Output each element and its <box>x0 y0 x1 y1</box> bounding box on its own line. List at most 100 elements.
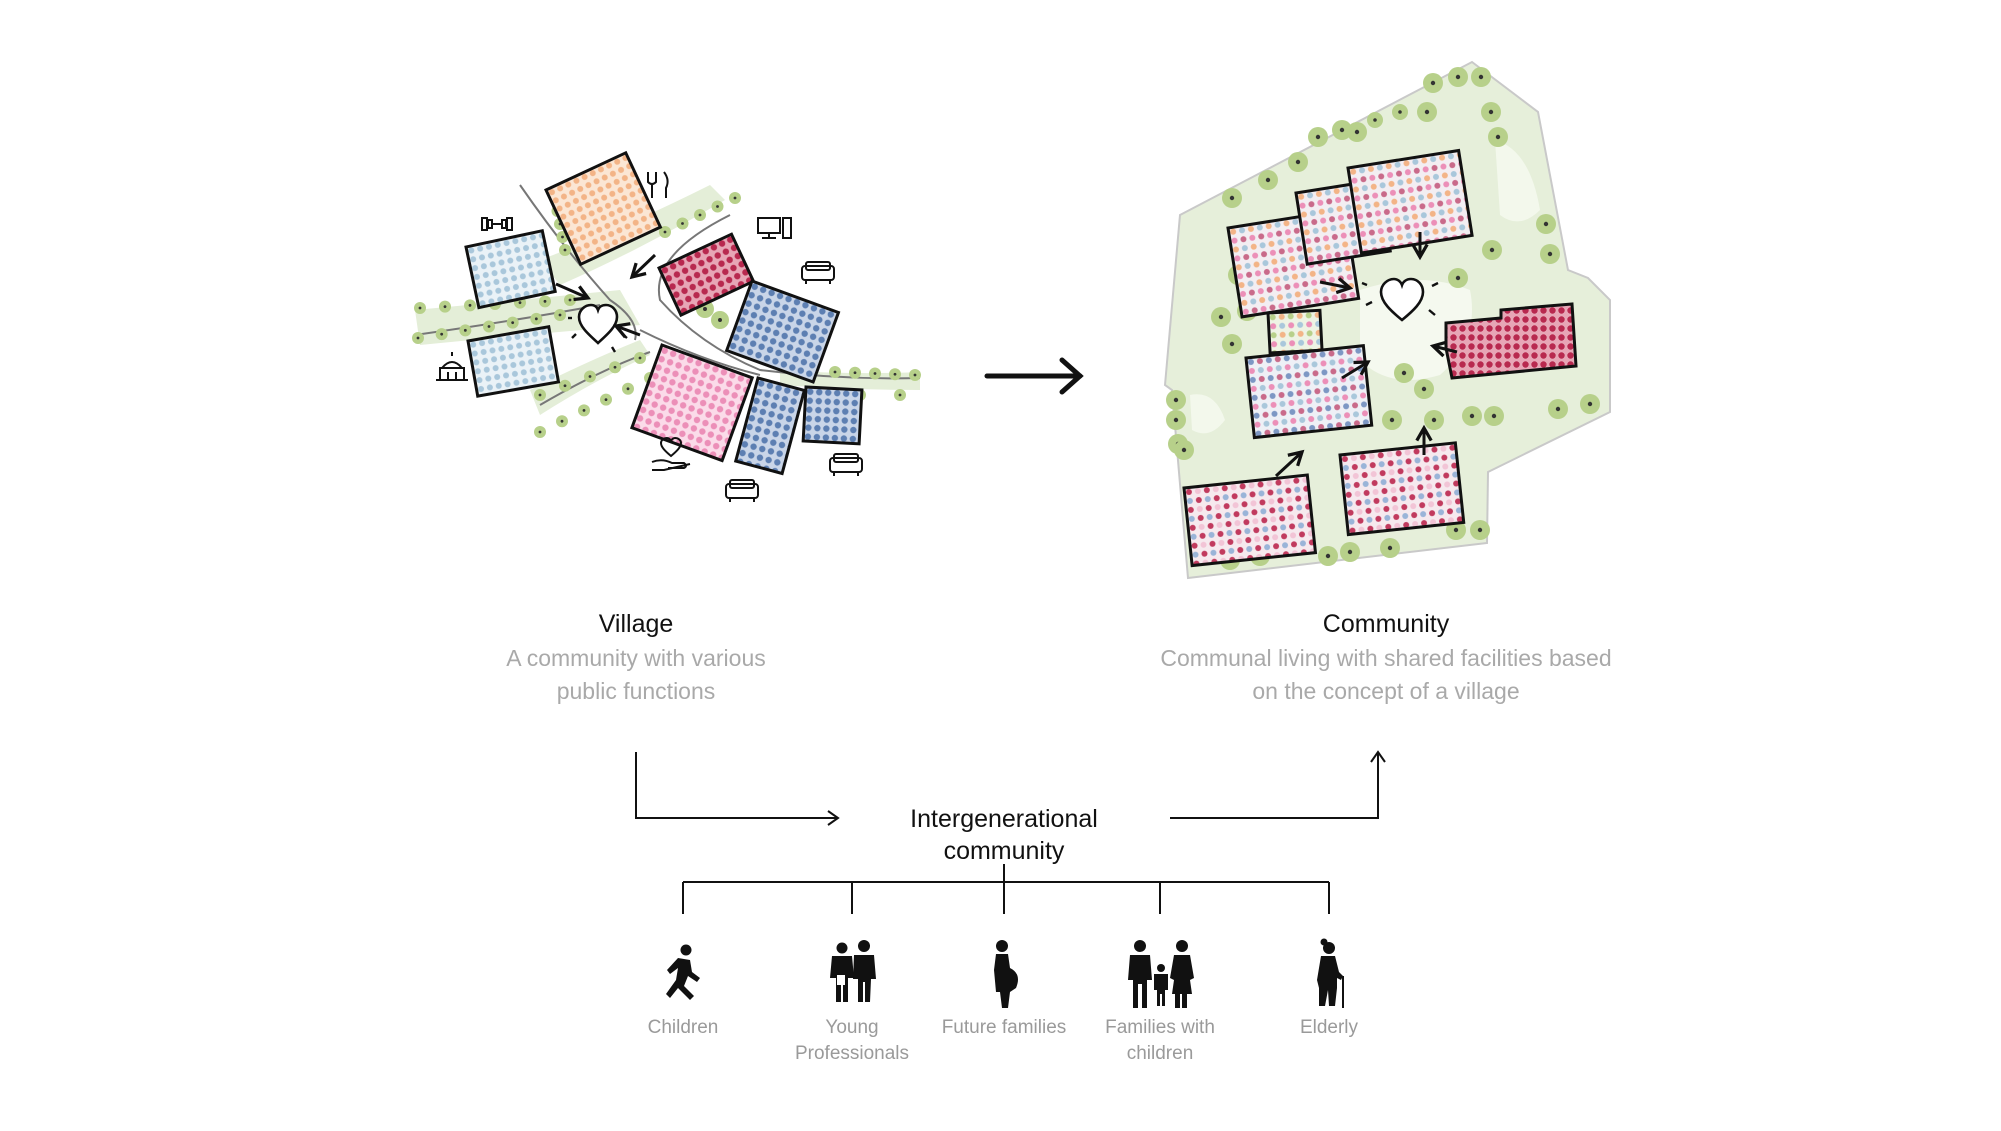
tree-trunk-dot <box>1491 413 1497 419</box>
building-peach <box>544 150 663 267</box>
arrow-icon <box>1429 340 1458 358</box>
village-subtitle-line: A community with various <box>506 645 766 671</box>
tree-trunk-dot <box>1488 109 1494 115</box>
village-title: Village <box>598 610 674 638</box>
village-subtitle-line: public functions <box>556 678 716 704</box>
family-icon <box>1128 940 1194 1008</box>
arrow-icon <box>1274 449 1305 478</box>
group-label-line: Families with <box>1105 1017 1215 1038</box>
tree-trunk-dot <box>1421 386 1427 392</box>
inner-lawn <box>1495 140 1540 222</box>
road <box>519 184 637 341</box>
group-label-line: Elderly <box>1299 1017 1359 1038</box>
tree-trunk-dot <box>1387 545 1393 551</box>
community-subtitle: Communal living with shared facilities b… <box>1106 642 1666 708</box>
community-subtitle-line: Communal living with shared facilities b… <box>1160 645 1612 671</box>
tree-trunk-dot <box>563 384 567 388</box>
tree-trunk-dot <box>560 419 564 423</box>
village-plan <box>412 150 921 502</box>
tree-trunk-dot <box>638 356 642 360</box>
tree-trunk-dot <box>898 393 902 397</box>
building-mixed-blue <box>1244 344 1374 440</box>
tree-trunk-dot <box>561 235 564 239</box>
road <box>657 214 921 380</box>
group-label-line: Young <box>825 1017 879 1038</box>
tree-trunk-dot <box>1265 177 1271 183</box>
temple-icon <box>436 352 468 381</box>
tree-trunk-dot <box>853 371 857 375</box>
tree-trunk-dot <box>698 213 702 217</box>
tree-trunk-dot <box>1455 74 1461 80</box>
tree-trunk-dot <box>716 205 719 208</box>
tree-trunk-dot <box>1587 401 1593 407</box>
tree-trunk-dot <box>538 430 542 434</box>
tree-trunk-dot <box>518 301 522 305</box>
tree-trunk-dot <box>511 321 515 325</box>
tree-trunk-dot <box>873 372 877 375</box>
tree-trunk-dot <box>538 393 542 397</box>
tree-trunk-dot <box>1398 110 1402 114</box>
tree-trunk-dot <box>582 409 586 412</box>
young-professionals-icon <box>830 940 876 1002</box>
building-mixed-small <box>1266 308 1324 355</box>
tree-trunk-dot <box>418 306 422 310</box>
tree-trunk-dot <box>733 196 737 200</box>
group-label-future-families: Future families <box>914 1015 1094 1041</box>
tree-trunk-dot <box>663 230 667 234</box>
tree-trunk-dot <box>558 313 562 317</box>
tree-trunk-dot <box>613 365 617 369</box>
road <box>639 329 761 376</box>
village-tree-rows <box>412 192 921 438</box>
group-label-children: Children <box>603 1015 763 1041</box>
center-label: Intergenerational community <box>854 803 1154 867</box>
tree-trunk-dot <box>1354 129 1360 135</box>
tree-trunk-dot <box>1373 118 1377 122</box>
sofa-icon <box>725 479 759 502</box>
tree-trunk-dot <box>1455 275 1461 281</box>
community-subtitle-line: on the concept of a village <box>1252 678 1520 704</box>
tree-trunk-dot <box>681 222 684 225</box>
building-pink <box>629 343 755 463</box>
tree-trunk-dot <box>1218 314 1224 320</box>
inner-lawn <box>1190 394 1225 434</box>
tree-trunk-dot <box>1229 341 1235 347</box>
group-label-families-with-children: Families with children <box>1070 1015 1250 1067</box>
big-arrow-right <box>984 357 1084 395</box>
tree-trunk-dot <box>604 398 608 401</box>
village-subtitle: A community with various public function… <box>436 642 836 708</box>
building-lightblue <box>464 229 557 310</box>
tree-trunk-dot <box>563 248 567 252</box>
building-mixed-crimson <box>1182 473 1318 568</box>
tree-trunk-dot <box>913 373 917 377</box>
tree-trunk-dot <box>543 299 547 303</box>
building-crimson-stepped <box>1444 302 1578 380</box>
tree-trunk-dot <box>833 370 837 374</box>
heart-icon <box>1379 277 1425 322</box>
tree-trunk-dot <box>626 387 630 391</box>
tree-trunk-dot <box>416 336 420 340</box>
cutlery-icon <box>647 171 669 198</box>
building-slate <box>733 376 807 476</box>
flow-connectors <box>635 750 1386 826</box>
building-crimson <box>657 232 756 318</box>
arrow-icon <box>629 253 657 280</box>
building-slate <box>724 279 841 384</box>
heart-rays <box>1361 281 1439 316</box>
elderly-with-cane-icon <box>1317 938 1344 1008</box>
tree-trunk-dot <box>1495 134 1501 140</box>
tree-trunk-dot <box>440 332 444 336</box>
tree-trunk-dot <box>718 318 722 322</box>
tree-trunk-dot <box>1339 127 1345 133</box>
tree-trunk-dot <box>487 325 491 328</box>
tree-trunk-dot <box>1347 549 1353 555</box>
community-title: Community <box>1322 610 1450 638</box>
tree-trunk-dot <box>1173 417 1179 423</box>
arrow-icon <box>1341 360 1371 380</box>
dumbbell-icon <box>481 217 513 231</box>
building-lightblue <box>466 325 561 398</box>
child-running-icon <box>666 944 700 1000</box>
tree-trunk-dot <box>1543 221 1549 227</box>
tree-trunk-dot <box>1181 447 1187 453</box>
tree-trunk-dot <box>1173 397 1179 403</box>
